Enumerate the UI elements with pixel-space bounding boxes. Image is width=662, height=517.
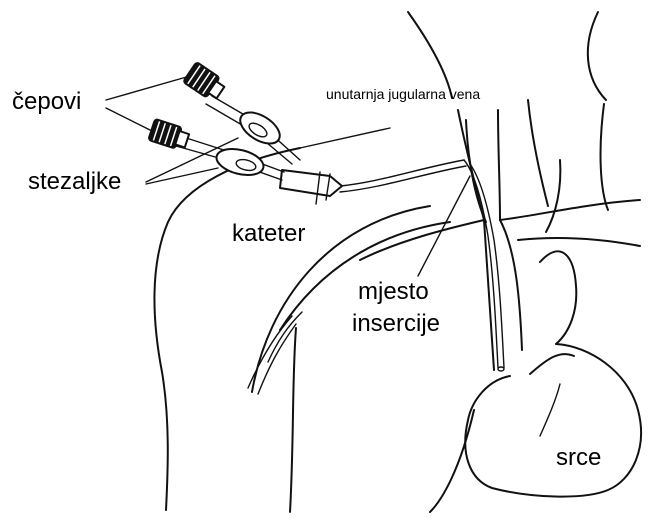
heart-top-detail [530,354,574,374]
shoulder-outline [154,148,300,510]
heart-aorta [540,251,576,344]
aortic-branch-2 [601,104,608,210]
caps-leader-upper [106,76,190,100]
rib-stroke-3 [268,312,302,362]
catheter-label: kateter [232,220,305,248]
jugular-vein-right [498,110,500,220]
chest-contour-side [290,328,296,512]
catheter-tube-a [340,160,464,186]
brachiocephalic-left [360,220,484,260]
brachiocephalic-right-upper [500,200,640,220]
caps-leader-lower [106,108,150,130]
neck-right-outline [588,12,606,100]
cap-upper [182,61,228,104]
insertion-site-label-line2: insercije [352,310,440,338]
brachiocephalic-right-lower [518,238,640,246]
heart-label: srce [556,444,601,472]
clamp-upper [235,106,285,150]
catheter-inside-a [464,160,498,368]
clavicle-line [300,128,390,148]
catheter-tube-b [340,166,466,192]
internal-jugular-vein-label: unutarnja jugularna vena [326,86,480,102]
clamps-label: stezaljke [28,168,121,196]
aortic-branch-1 [546,160,560,232]
heart-groove [540,384,560,436]
catheter-tip [498,367,504,371]
catheter-hub [280,170,342,196]
cap-lower [147,118,191,153]
insertion-site-label-line1: mjesto [358,278,429,306]
aortic-branch-3 [528,100,548,206]
artery-left [466,120,486,222]
heart-outline [465,344,641,497]
caps-label: čepovi [12,88,81,116]
